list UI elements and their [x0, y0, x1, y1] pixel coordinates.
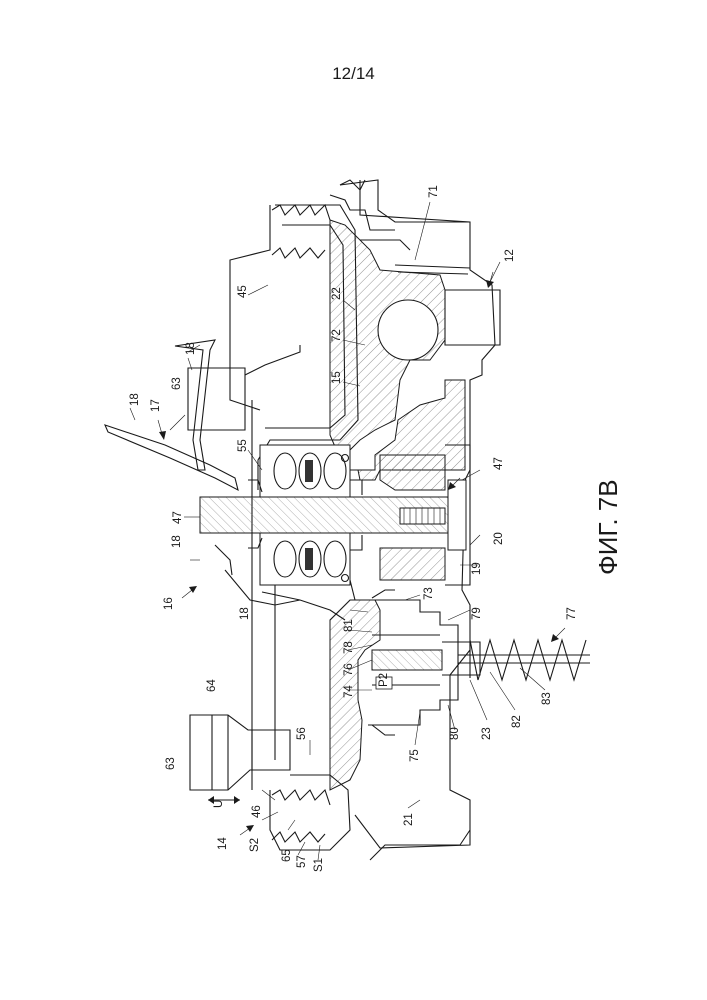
label-72: 72 [331, 329, 343, 342]
label-63b: 63 [165, 757, 177, 770]
label-56: 56 [296, 727, 308, 740]
label-82: 82 [511, 715, 523, 728]
label-18b: 18 [129, 393, 141, 406]
label-75: 75 [409, 749, 421, 762]
label-65: 65 [281, 849, 293, 862]
label-S1: S1 [313, 858, 325, 872]
label-79: 79 [471, 607, 483, 620]
label-47b: 47 [493, 457, 505, 470]
label-18d: 18 [239, 607, 251, 620]
label-19: 19 [471, 562, 483, 575]
label-77: 77 [566, 607, 578, 620]
label-14: 14 [217, 837, 229, 850]
label-63a: 63 [171, 377, 183, 390]
label-16: 16 [163, 597, 175, 610]
label-22: 22 [331, 287, 343, 300]
label-83: 83 [541, 692, 553, 705]
label-76: 76 [343, 663, 355, 676]
figure-caption: ФИГ. 7В [593, 479, 623, 575]
label-47a: 47 [172, 511, 184, 524]
label-81: 81 [343, 619, 355, 632]
label-46: 46 [251, 805, 263, 818]
label-80: 80 [449, 727, 461, 740]
label-15: 15 [331, 371, 343, 384]
label-18a: 18 [185, 342, 197, 355]
label-12: 12 [504, 249, 516, 262]
label-74: 74 [343, 685, 355, 698]
label-20: 20 [493, 532, 505, 545]
label-78: 78 [343, 641, 355, 654]
label-73: 73 [423, 587, 435, 600]
label-S2: S2 [249, 838, 261, 852]
label-71: 71 [428, 185, 440, 198]
label-64: 64 [206, 679, 218, 692]
spring-77 [470, 640, 586, 680]
label-U: U [213, 800, 225, 808]
label-P2: P2 [378, 673, 390, 687]
label-23: 23 [481, 727, 493, 740]
label-21: 21 [403, 813, 415, 826]
label-17: 17 [150, 399, 162, 412]
label-57: 57 [296, 855, 308, 868]
label-55: 55 [237, 439, 249, 452]
label-45: 45 [237, 285, 249, 298]
label-18c: 18 [171, 535, 183, 548]
